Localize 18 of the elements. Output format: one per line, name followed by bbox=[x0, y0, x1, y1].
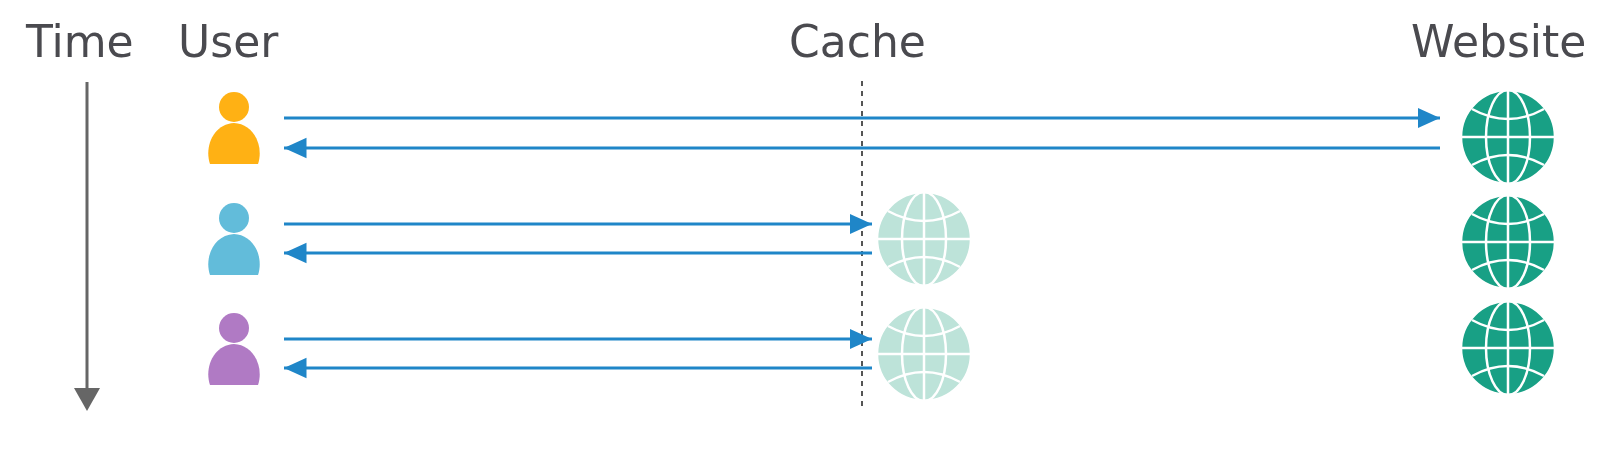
globe-icon bbox=[1460, 194, 1556, 290]
axis-label: Time bbox=[26, 20, 134, 64]
column-heading: User bbox=[178, 20, 279, 64]
arrow bbox=[284, 107, 1440, 129]
globe-icon bbox=[1460, 300, 1556, 396]
person-icon bbox=[208, 202, 260, 275]
person-icon bbox=[208, 91, 260, 164]
globe-icon bbox=[1460, 89, 1556, 185]
globe-icon bbox=[876, 306, 972, 402]
column-heading: Website bbox=[1411, 20, 1587, 64]
arrow bbox=[284, 137, 1440, 159]
arrow bbox=[284, 357, 872, 379]
arrow bbox=[284, 242, 872, 264]
arrow bbox=[284, 213, 872, 235]
person-icon bbox=[208, 312, 260, 385]
arrow bbox=[284, 328, 872, 350]
globe-icon bbox=[876, 191, 972, 287]
column-heading: Cache bbox=[789, 20, 926, 64]
